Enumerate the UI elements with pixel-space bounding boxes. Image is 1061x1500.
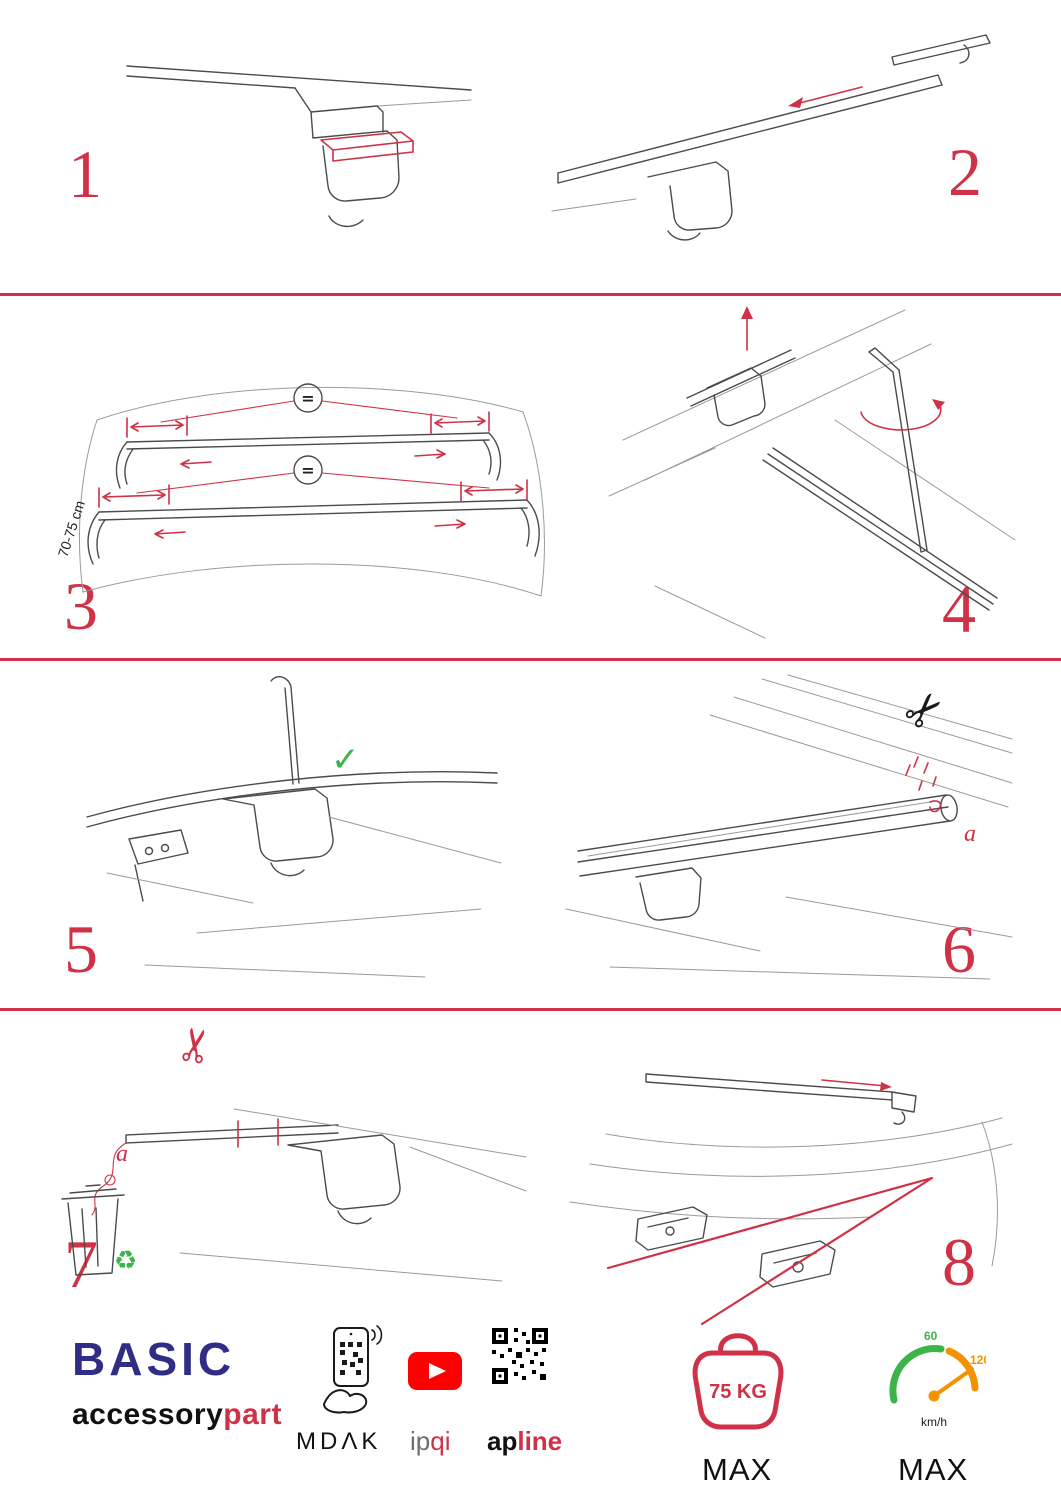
measure-arrows-bar2-right: [460, 479, 528, 502]
strip-highlight: [821, 1079, 887, 1087]
section-divider: [0, 293, 1061, 296]
speed-unit-label: km/h: [921, 1415, 947, 1429]
step5-illustration: ✓: [86, 676, 502, 978]
equal-spacing-top: =: [301, 389, 314, 408]
brand-logo: BASIC: [72, 1333, 236, 1385]
brand-sub-red: part: [223, 1398, 282, 1431]
step4-illustration: [608, 306, 1016, 639]
step-7-number: 7: [64, 1226, 98, 1302]
trash-bin-icon: [61, 1184, 125, 1276]
cut-marks: [237, 1118, 279, 1148]
slide-arrow: [791, 86, 863, 106]
speed-max-tick-label: 120: [970, 1353, 986, 1367]
speedometer-needle: [932, 1367, 974, 1398]
clamp-pad-highlight: [320, 131, 414, 151]
check-icon: ✓: [331, 740, 360, 780]
step-3-number: 3: [64, 568, 98, 644]
recycle-icon: ♻: [114, 1246, 137, 1276]
step2-illustration: [551, 34, 991, 241]
step7-illustration: ✂ a ♻: [61, 1022, 527, 1282]
equal-spacing-bottom: =: [301, 461, 314, 480]
step3-illustration: = = 70-75 cm: [55, 383, 545, 597]
apline-black: ap: [487, 1426, 518, 1456]
pointer-lines: [606, 1176, 934, 1326]
bar-distance-label: 70-75 cm: [55, 498, 88, 558]
partner-ipqi: ipqi: [410, 1426, 451, 1457]
rotate-arrow: [860, 403, 942, 431]
step8-illustration: [569, 1073, 1013, 1326]
part-a-label: a: [116, 1141, 128, 1167]
weight-icon: 75 KG: [692, 1333, 784, 1430]
weight-max-label: MAX: [702, 1452, 773, 1487]
brand-sub-black: accessory: [72, 1398, 224, 1431]
step-5-number: 5: [64, 911, 98, 987]
measure-arrows-bar1-right: [430, 411, 490, 434]
ipqi-gray: ip: [410, 1426, 431, 1456]
brand-block: BASIC accessorypart: [72, 1332, 292, 1432]
section-divider: [0, 658, 1061, 661]
partner-apline: apline: [487, 1426, 562, 1457]
youtube-icon: [408, 1352, 462, 1390]
phone-qr-icon: [323, 1325, 383, 1414]
strip-end: [929, 800, 942, 813]
step-4-number: 4: [942, 571, 976, 647]
scissors-icon: ✂: [892, 677, 957, 742]
speed-max-label: MAX: [898, 1452, 969, 1487]
step6-illustration: ✂ a: [565, 674, 1013, 980]
measure-arrows-bar2-left: [98, 484, 170, 508]
weight-value: 75 KG: [709, 1381, 767, 1403]
discard-thread: [91, 1142, 127, 1216]
scissors-icon: ✂: [166, 1022, 226, 1069]
step1-illustration: [126, 65, 472, 227]
apline-red: line: [517, 1426, 563, 1456]
brand-subtitle: accessorypart: [72, 1398, 292, 1432]
step-8-number: 8: [942, 1224, 976, 1300]
speed-min-label: 60: [924, 1329, 938, 1343]
part-a-label: a: [964, 821, 976, 847]
speedometer-icon: 60 120 km/h: [889, 1329, 986, 1429]
qr-code-icon: [492, 1328, 548, 1384]
step-2-number: 2: [948, 134, 982, 210]
measure-arrows-bar1-left: [126, 415, 188, 438]
step-1-number: 1: [68, 136, 102, 212]
section-divider: [0, 1008, 1061, 1011]
hand-shape: [323, 1389, 368, 1414]
ipqi-red: qi: [430, 1426, 451, 1456]
allen-key: [892, 369, 928, 553]
step-6-number: 6: [942, 911, 976, 987]
partner-mdak: MDΛK: [296, 1428, 382, 1455]
